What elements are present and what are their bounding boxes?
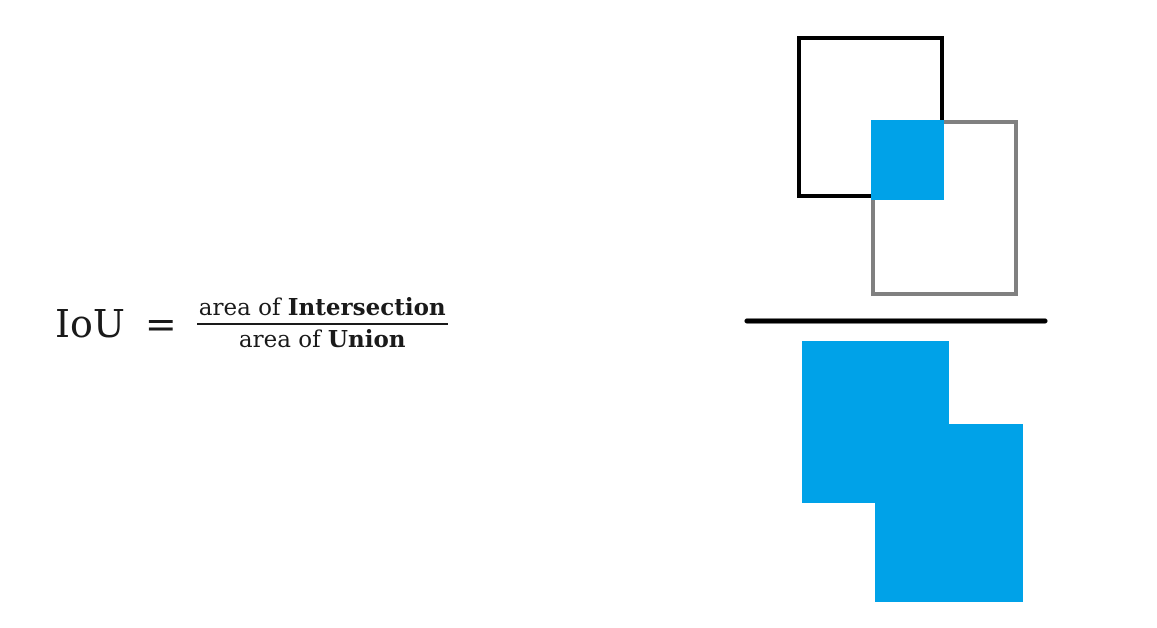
iou-formula: IoU = area of Intersection area of Union bbox=[55, 284, 448, 364]
numerator-prefix: area of bbox=[198, 295, 281, 322]
numerator-term: Intersection bbox=[287, 294, 446, 322]
box-a-outline bbox=[797, 36, 944, 198]
fraction: area of Intersection area of Union bbox=[196, 294, 448, 352]
fraction-denominator: area of Union bbox=[237, 325, 408, 352]
union-illustration bbox=[802, 341, 1023, 602]
intersection-illustration bbox=[797, 36, 1018, 296]
denominator-prefix: area of bbox=[238, 326, 321, 353]
denominator-term: Union bbox=[327, 325, 406, 353]
box-b-outline bbox=[871, 120, 1018, 296]
fraction-numerator: area of Intersection bbox=[197, 294, 448, 323]
equals-sign: = bbox=[144, 302, 177, 346]
formula-lhs: IoU bbox=[55, 302, 125, 346]
intersection-area bbox=[871, 120, 944, 200]
fraction-bar bbox=[196, 323, 448, 325]
union-area bbox=[802, 341, 1023, 602]
